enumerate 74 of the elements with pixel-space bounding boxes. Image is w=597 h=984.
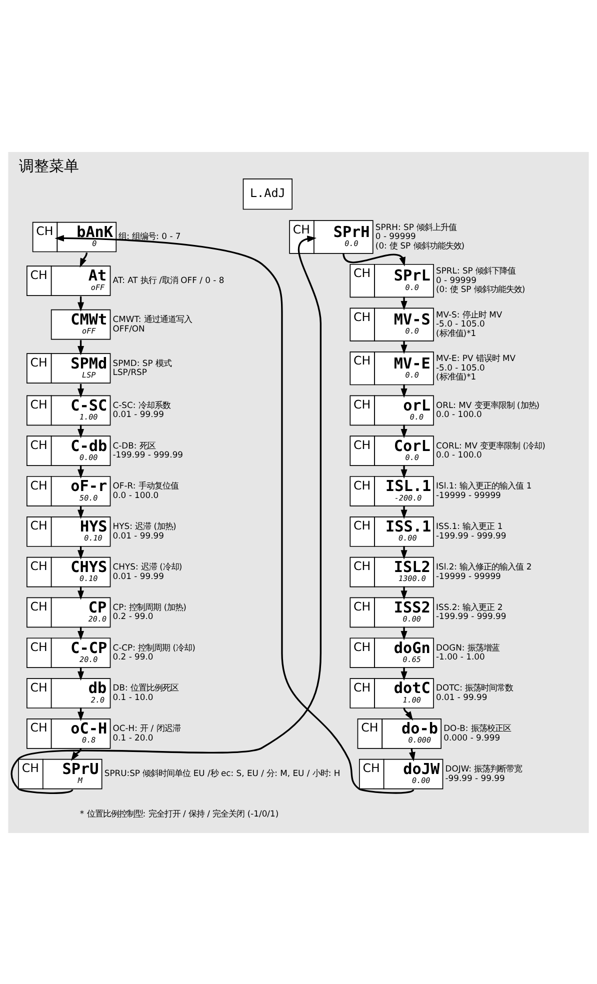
node-label: 0.0 - 100.0 (436, 408, 482, 419)
node-label: DB: 位置比例死区 (112, 682, 179, 692)
node-label: (0: 使 SP 倾斜功能失效) (436, 284, 526, 294)
node-label: 0.1 - 10.0 (112, 692, 154, 702)
node-label: OF-R: 手动复位值 (112, 480, 178, 490)
diagram-title: 调整菜单 (19, 156, 80, 174)
node-label: OFF/ON (112, 322, 145, 333)
arrow (400, 340, 408, 354)
node-label: 组: 组编号: 0 - 7 (118, 230, 181, 241)
node-label: 0.01 - 99.99 (112, 530, 164, 540)
node-label: -199.99 - 999.99 (112, 449, 184, 460)
node-label: C-DB: 死区 (112, 440, 156, 450)
arrow (342, 252, 406, 266)
label: L.AdJ (250, 186, 286, 200)
node-label: 0.000 - 9.999 (444, 732, 500, 742)
node-label: 0.01 - 99.99 (112, 408, 164, 419)
arrow (400, 424, 408, 438)
node-label: DOJW: 振荡判断带宽 (445, 763, 522, 774)
node-label: (标准值)*1 (436, 371, 476, 382)
arrow (80, 252, 88, 268)
node-label: DOGN: 振荡增蓝 (436, 642, 500, 652)
arrow (400, 296, 408, 310)
node-label: ORL: MV 变更率限制 (加热) (436, 399, 540, 410)
arrow (400, 545, 408, 559)
node-label: DO-B: 振荡校正区 (444, 722, 511, 733)
node-label: SPRL: SP 倾斜下降值 (436, 265, 516, 276)
node-label: 0 - 99999 (375, 230, 416, 241)
node-label: 0.0 - 100.0 (436, 449, 482, 460)
node-label: OC-H: 开 / 闭迟滞 (112, 722, 180, 733)
node-label: -19999 - 99999 (436, 570, 501, 580)
node-label: -199.99 - 999.99 (436, 530, 506, 540)
node-label: LSP/RSP (112, 366, 147, 377)
arrow (10, 235, 322, 794)
node-label: 0.01 - 99.99 (436, 692, 488, 702)
node-label: 0.2 - 99.0 (112, 610, 154, 621)
node-label: ISS.1: 输入更正 1 (436, 520, 503, 531)
node-label: -199.99 - 999.99 (436, 610, 506, 621)
node-label: MV-E: PV 错误时 MV (436, 352, 516, 363)
node-label: 0.01 - 99.99 (112, 570, 164, 580)
arrow (400, 626, 408, 640)
node-label: ISl.1: 输入更正的输入值 1 (436, 480, 532, 490)
node-label: CORL: MV 变更率限制 (冷却) (436, 440, 546, 450)
arrow (400, 464, 408, 478)
node-label: SPMD: SP 模式 (112, 357, 172, 368)
node-label: 0.0 - 100.0 (112, 489, 159, 500)
node-label: -5.0 - 105.0 (436, 362, 485, 372)
node-label: ISS.2: 输入更正 2 (436, 601, 503, 612)
node-label: CMWT: 通过通道写入 (112, 314, 192, 324)
node-label: AT: AT 执行 /取消 OFF / 0 - 8 (112, 274, 224, 284)
node-label: SPRU:SP 倾斜时间单位 EU /秒 ec: S, EU / 分: M, EU / 小时: H (104, 768, 340, 778)
caption: * 位置比例控制型: 完全打开 / 保持 / 完全关闭 (-1/0/1) (80, 808, 279, 818)
node-label: SPRH: SP 倾斜上升值 (375, 221, 457, 232)
arrow (400, 586, 408, 600)
node-label: 0.1 - 20.0 (112, 732, 154, 742)
node-label: DOTC: 振荡时间常数 (436, 682, 514, 692)
node-label: (0: 使 SP 倾斜功能失效) (375, 240, 465, 250)
node-label: -5.0 - 105.0 (436, 318, 485, 328)
node-label: (标准值)*1 (436, 327, 476, 338)
node-label: -1.00 - 1.00 (436, 651, 485, 662)
node-label: C-CP: 控制周期 (冷却) (112, 642, 196, 652)
node-label: -19999 - 99999 (436, 489, 501, 500)
node-label: MV-S: 停止时 MV (436, 308, 502, 319)
node-label: C-SC: 冷却系数 (112, 399, 170, 410)
node-label: CP: 控制周期 (加热) (112, 601, 186, 612)
arrow (403, 706, 414, 720)
node-label: ISl.2: 输入修正的输入值 2 (436, 561, 532, 572)
arrow (400, 384, 408, 398)
node-label: -99.99 - 99.99 (445, 772, 505, 782)
node-label: 0.2 - 99.0 (112, 651, 154, 662)
node-label: CHYS: 迟滞 (冷却) (112, 561, 182, 572)
node-label: HYS: 迟滞 (加热) (112, 520, 176, 531)
node-label: 0 - 99999 (436, 274, 476, 284)
arrow (400, 505, 408, 519)
arrow (400, 666, 408, 680)
